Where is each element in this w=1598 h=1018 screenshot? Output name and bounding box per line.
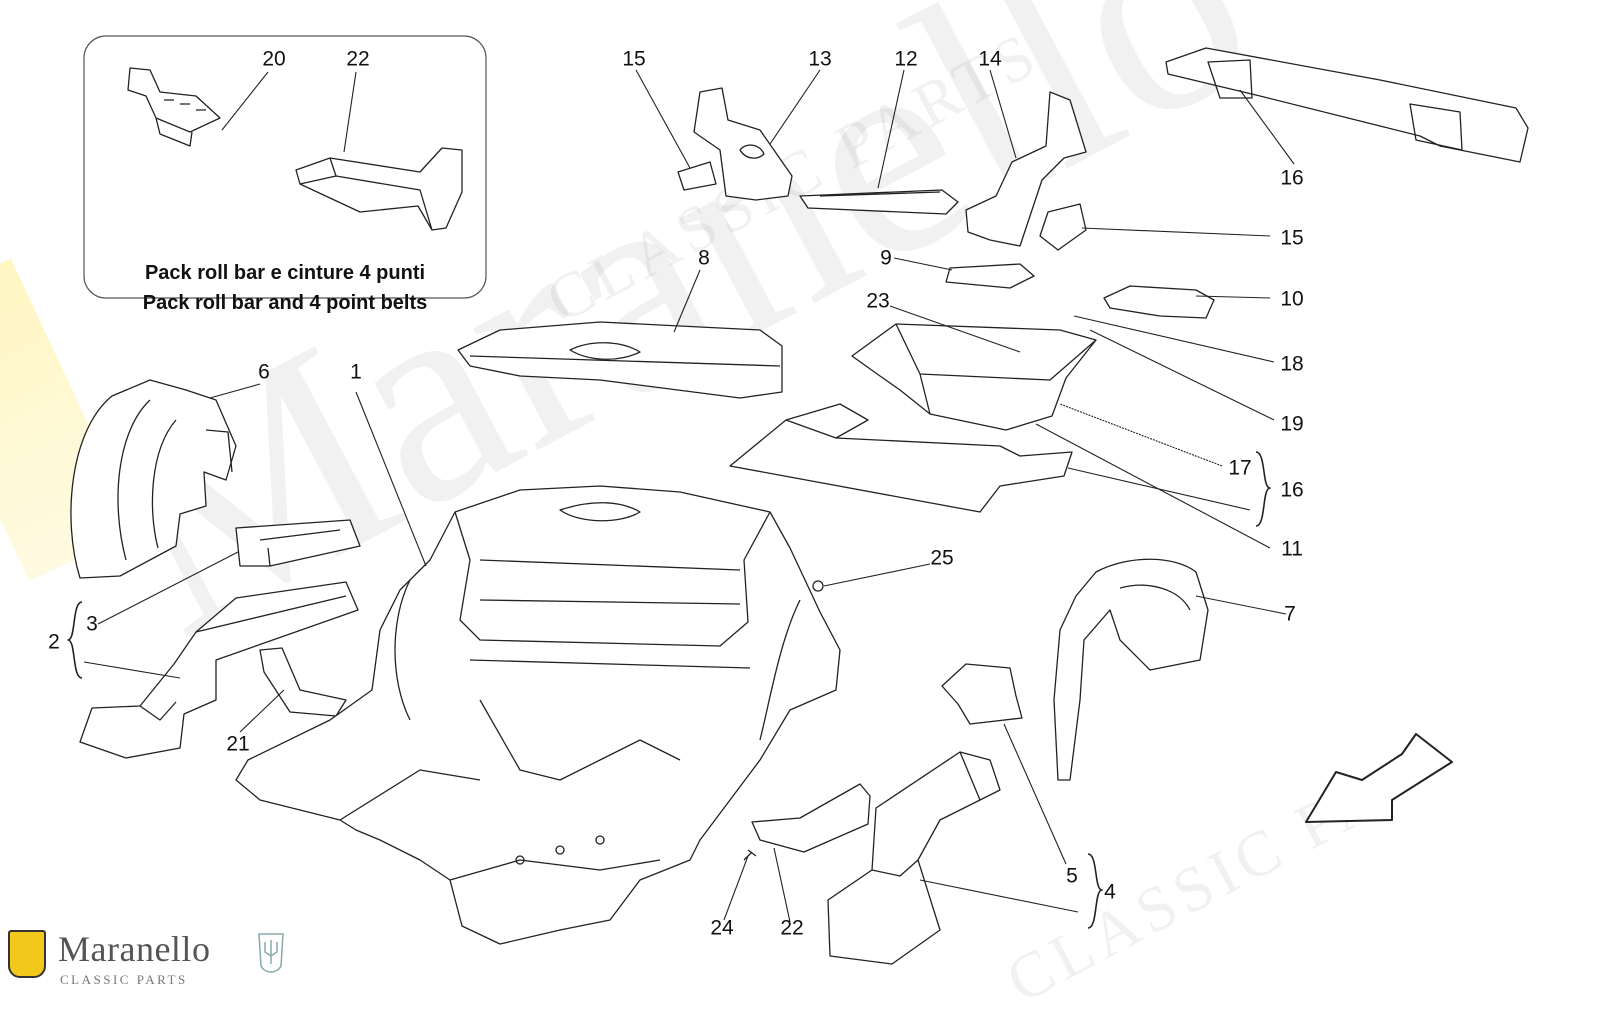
part-5-rail: [941, 663, 1023, 725]
callout-24: 24: [710, 916, 734, 940]
callout-14: 14: [978, 47, 1002, 71]
ferrari-shield-icon: [8, 930, 46, 978]
callout-25: 25: [930, 546, 954, 570]
callout-9: 9: [880, 246, 892, 270]
part-16-bumper-beam: [1165, 47, 1529, 163]
part-13-tower: [693, 87, 793, 201]
callout-13: 13: [808, 47, 832, 71]
part-14-tower-right: [965, 91, 1087, 247]
page-edge: [1358, 0, 1598, 1010]
callout-2: 2: [48, 630, 60, 654]
part-9-panel: [945, 263, 1035, 289]
callout-5: 5: [1066, 864, 1078, 888]
callout-22: 22: [780, 916, 804, 940]
callout-4: 4: [1104, 880, 1116, 904]
inset-part-21: [127, 67, 221, 147]
callout-23: 23: [866, 289, 890, 313]
callout-21-inset: 20: [262, 47, 286, 71]
brand-logo-name: Maranello: [58, 929, 211, 969]
part-17-floor-panel: [729, 403, 1073, 513]
callout-16: 16: [1280, 166, 1304, 190]
callout-18: 17: [1228, 456, 1252, 480]
callout-1: 1: [350, 360, 362, 384]
part-15-bracket-left: [677, 161, 717, 191]
inset-part-22: [295, 147, 463, 231]
part-spare-wheel-tub: [851, 323, 1097, 431]
callout-20: 19: [1280, 412, 1304, 436]
part-3-rail: [235, 519, 361, 567]
part-24-bolt: [743, 849, 757, 861]
callout-22-inset: 22: [346, 47, 370, 71]
callout-12: 12: [894, 47, 918, 71]
part-2-rear-rail-assembly: [79, 581, 359, 759]
inset-box: [83, 35, 487, 299]
callout-7: 7: [1284, 602, 1296, 626]
maserati-trident-icon: [258, 933, 284, 973]
part-12-crossmember: [799, 189, 959, 215]
braces: [67, 451, 1271, 929]
part-21-bracket: [259, 647, 347, 717]
callout-3: 3: [86, 612, 98, 636]
part-25-grommet: [812, 580, 824, 592]
part-15-bracket-right: [1039, 203, 1087, 251]
inset-caption-english: Pack roll bar and 4 point belts: [142, 292, 428, 314]
callout-15-right: 15: [1280, 226, 1304, 250]
brand-logo-sub: CLASSIC PARTS: [60, 972, 188, 987]
callout-15-top: 15: [622, 47, 646, 71]
part-10-panel: [1103, 285, 1215, 319]
part-1-rear-floor: [235, 485, 841, 945]
callout-11: 11: [1281, 537, 1303, 561]
part-6-left-wheelhouse: [70, 379, 237, 579]
part-7-right-wheelhouse: [1053, 558, 1209, 781]
callout-17: 16: [1280, 478, 1304, 502]
inset-caption-italian: Pack roll bar e cinture 4 punti: [144, 262, 426, 284]
callout-21: 21: [226, 732, 250, 756]
callout-6: 6: [258, 360, 270, 384]
direction-arrow-icon: [1305, 733, 1453, 823]
leader-lines: [83, 69, 1295, 923]
part-22-bracket: [751, 783, 871, 853]
callout-8: 8: [698, 246, 710, 270]
callout-10: 10: [1280, 287, 1304, 311]
part-8-parcel-shelf: [457, 321, 783, 399]
callout-19: 18: [1280, 352, 1304, 376]
part-4-rail-assembly: [827, 751, 1001, 965]
